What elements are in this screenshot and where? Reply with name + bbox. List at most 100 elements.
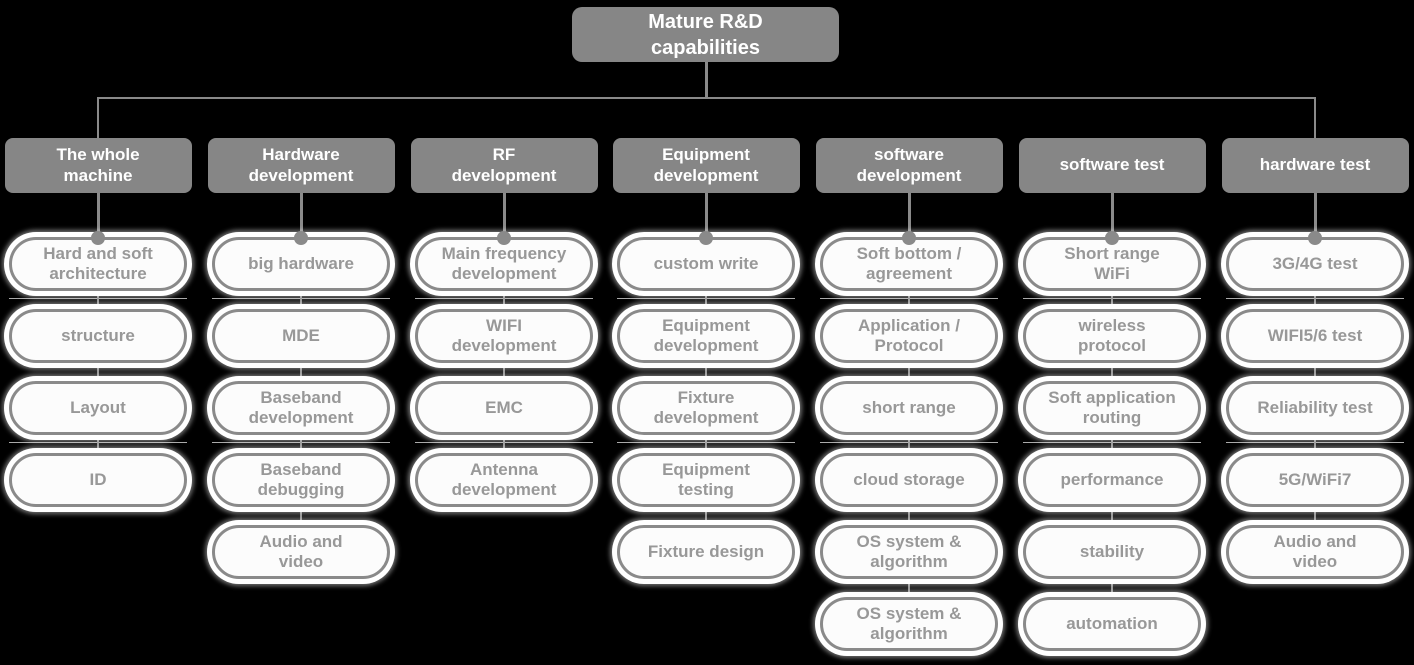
pill-node: Reliability test	[1226, 381, 1404, 435]
pill-node: Equipment testing	[617, 453, 795, 507]
branch-header-label: software development	[856, 145, 962, 185]
branch-header-label: hardware test	[1259, 155, 1371, 175]
pill-node: Baseband development	[212, 381, 390, 435]
pill-spine-connector	[1111, 238, 1113, 651]
pill-node-label: Audio and video	[1273, 532, 1357, 571]
pill-node-label: Baseband development	[248, 388, 354, 427]
connector-dot	[1105, 231, 1119, 245]
pill-node: short range	[820, 381, 998, 435]
connector-header-stem	[96, 193, 100, 238]
connector-header-stem	[1110, 193, 1114, 238]
connector-left-drop	[97, 97, 99, 139]
connector-right-drop	[1314, 97, 1316, 139]
pill-node-label: performance	[1060, 470, 1164, 490]
branch-header-label: Hardware development	[248, 145, 354, 185]
pill-node: OS system & algorithm	[820, 525, 998, 579]
pill-node-label: WIFI development	[451, 316, 557, 355]
pill-node: Soft bottom / agreement	[820, 237, 998, 291]
branch-header: Equipment development	[612, 138, 800, 193]
pill-node: Application / Protocol	[820, 309, 998, 363]
pill-node-label: custom write	[653, 254, 759, 274]
pill-node: Hard and soft architecture	[9, 237, 187, 291]
connector-dot	[294, 231, 308, 245]
pill-node: custom write	[617, 237, 795, 291]
pill-spine-connector	[97, 238, 99, 507]
pill-node: Equipment development	[617, 309, 795, 363]
pill-node: performance	[1023, 453, 1201, 507]
connector-header-stem	[907, 193, 911, 238]
pill-node: big hardware	[212, 237, 390, 291]
pill-node: Soft application routing	[1023, 381, 1201, 435]
pill-node: ID	[9, 453, 187, 507]
pill-node: WIFI development	[415, 309, 593, 363]
pill-node: MDE	[212, 309, 390, 363]
pill-node-label: OS system & algorithm	[856, 604, 962, 643]
pill-node: automation	[1023, 597, 1201, 651]
pill-node: EMC	[415, 381, 593, 435]
connector-trunk	[98, 97, 1316, 99]
pill-node-label: Reliability test	[1257, 398, 1373, 418]
root-node: Mature R&D capabilities	[572, 7, 839, 62]
connector-header-stem	[299, 193, 303, 238]
connector-dot	[902, 231, 916, 245]
branch-header-label: The whole machine	[56, 145, 140, 185]
pill-node: Layout	[9, 381, 187, 435]
pill-node-label: Equipment testing	[662, 460, 750, 499]
pill-node: wireless protocol	[1023, 309, 1201, 363]
pill-node-label: WIFI5/6 test	[1267, 326, 1363, 346]
pill-node-label: 5G/WiFi7	[1278, 470, 1352, 490]
pill-node-label: Soft bottom / agreement	[856, 244, 962, 283]
connector-dot	[497, 231, 511, 245]
branch-header-label: software test	[1059, 155, 1165, 175]
connector-root-stem	[704, 61, 708, 98]
pill-node-label: Equipment development	[653, 316, 759, 355]
pill-node: Short range WiFi	[1023, 237, 1201, 291]
pill-spine-connector	[908, 238, 910, 651]
pill-node-label: short range	[862, 398, 956, 418]
pill-node: stability	[1023, 525, 1201, 579]
pill-node-label: Audio and video	[259, 532, 343, 571]
pill-node-label: structure	[61, 326, 135, 346]
pill-node-label: Layout	[70, 398, 126, 418]
pill-node: Baseband debugging	[212, 453, 390, 507]
branch-header: Hardware development	[207, 138, 395, 193]
pill-node: cloud storage	[820, 453, 998, 507]
branch-header-label: Equipment development	[653, 145, 759, 185]
branch-header: The whole machine	[4, 138, 192, 193]
pill-node: WIFI5/6 test	[1226, 309, 1404, 363]
pill-node: 5G/WiFi7	[1226, 453, 1404, 507]
connector-dot	[1308, 231, 1322, 245]
pill-node-label: 3G/4G test	[1272, 254, 1358, 274]
pill-node: structure	[9, 309, 187, 363]
pill-node: Audio and video	[212, 525, 390, 579]
pill-node-label: OS system & algorithm	[856, 532, 962, 571]
pill-node-label: Hard and soft architecture	[43, 244, 153, 283]
pill-node: Antenna development	[415, 453, 593, 507]
branch-header: hardware test	[1221, 138, 1409, 193]
pill-node: Fixture development	[617, 381, 795, 435]
pill-node: OS system & algorithm	[820, 597, 998, 651]
branch-header: software development	[815, 138, 1003, 193]
pill-node-label: Antenna development	[451, 460, 557, 499]
pill-node-label: MDE	[282, 326, 320, 346]
connector-dot	[91, 231, 105, 245]
branch-header-label: RF development	[451, 145, 557, 185]
pill-node: Fixture design	[617, 525, 795, 579]
pill-node-label: stability	[1079, 542, 1145, 562]
pill-node: Audio and video	[1226, 525, 1404, 579]
pill-node-label: Fixture design	[647, 542, 765, 562]
connector-dot	[699, 231, 713, 245]
connector-header-stem	[704, 193, 708, 238]
pill-node-label: Short range WiFi	[1064, 244, 1160, 283]
pill-node-label: ID	[89, 470, 107, 490]
connector-header-stem	[1313, 193, 1317, 238]
pill-node: 3G/4G test	[1226, 237, 1404, 291]
branch-header: RF development	[410, 138, 598, 193]
pill-node-label: automation	[1066, 614, 1158, 634]
pill-node-label: EMC	[485, 398, 523, 418]
pill-node-label: big hardware	[248, 254, 354, 274]
connector-header-stem	[502, 193, 506, 238]
root-node-label: Mature R&D capabilities	[648, 10, 763, 59]
pill-node-label: Fixture development	[653, 388, 759, 427]
